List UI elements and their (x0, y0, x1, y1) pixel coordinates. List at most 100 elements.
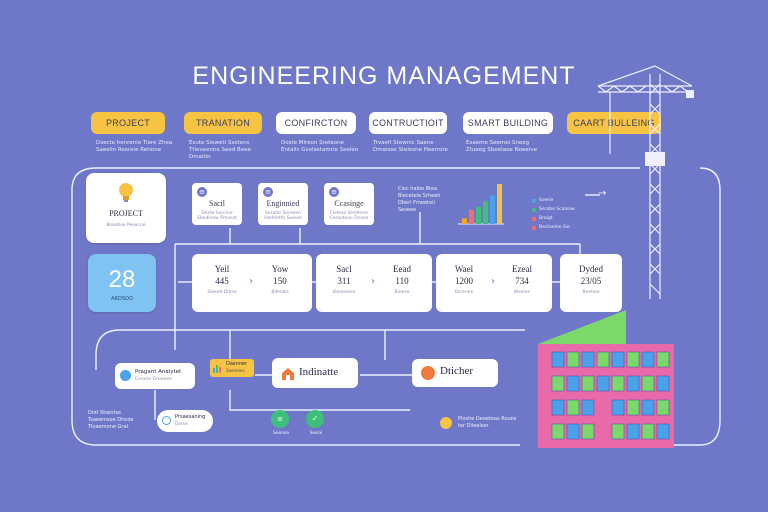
metric-head: Ezeal (512, 264, 532, 274)
dticher-card[interactable]: Dticher (412, 359, 498, 387)
project-card-sub: Bsaetise Pesecne (106, 223, 146, 228)
dashboard-label: Dasnner (226, 361, 247, 367)
metric-box-3[interactable]: Wael 1200 Dsrerien › Ezeal 734 Blesine (436, 254, 552, 312)
building-window (566, 399, 580, 416)
arrow-right-icon: → (598, 188, 607, 199)
pill-sub-confirction: Doste Mireon Sreteone Entalis Gvolsetamr… (281, 140, 359, 153)
building-window (656, 423, 670, 440)
pill-tranation[interactable]: TRANATION (184, 112, 262, 134)
left-note: Drst Stsestse Tsaeemsoe Dhede Ttsaemone … (88, 410, 134, 430)
doc-label: Ccasinge (334, 199, 364, 208)
legend-label: Soerie (539, 198, 554, 203)
indinatte-label: Indinatte (299, 366, 339, 378)
chart-caption: Cioc haloo Btea Bieceteie Srheeh Dberi F… (398, 186, 441, 213)
legend-item: Soerie (532, 196, 592, 205)
social-b-label: Seeal (309, 431, 323, 436)
building-window (611, 423, 625, 440)
building-window (641, 375, 655, 392)
legend-label: Braigt (539, 216, 553, 221)
building-window (656, 399, 670, 416)
building-window (626, 399, 640, 416)
metric-sub: Blesine (513, 290, 531, 295)
building-window (551, 375, 565, 392)
pill-caart-bulleing[interactable]: CAART BULLEING (567, 112, 661, 134)
metric-value: 734 (515, 276, 529, 286)
legend-label: Serabe Scalvow (539, 207, 575, 212)
metric-value: 1200 (455, 276, 473, 286)
building-window (611, 351, 625, 368)
building-window (581, 375, 595, 392)
pill-smart-building[interactable]: SMART BUILDING (463, 112, 553, 134)
bird-icon[interactable]: ✓ (306, 410, 324, 428)
doc-card-sacil[interactable]: ≡ Sacil Deste Sercine Sbedinew Pmoset (192, 183, 242, 225)
chart-bar (483, 201, 488, 224)
pill-confirction[interactable]: CONFIRCTON (276, 112, 356, 134)
presentation-card[interactable]: Prsaesaning Doise (157, 410, 213, 432)
metric-value: 110 (395, 276, 409, 286)
building-window (581, 399, 595, 416)
chart-bar (462, 218, 467, 224)
chart-bar (476, 206, 481, 224)
building-window (656, 375, 670, 392)
metric-sub: Bdelate (271, 290, 289, 295)
building-window (581, 351, 595, 368)
metric-head: Dyded (579, 264, 603, 274)
metric-sub: Bareeeies (332, 290, 356, 295)
legend-item: Serabe Scalvow (532, 205, 592, 214)
building-illustration (538, 310, 674, 448)
settings-icon (421, 366, 435, 380)
doc-card-ccasinge[interactable]: ≡ Ccasinge Flofese Strelmne Cerooteae Ds… (324, 183, 374, 225)
chevron-right-icon: › (249, 276, 253, 287)
pill-sub-smart-building: Esaeme Seemei Sneeg Ztueeg Sbeelaoe Noee… (466, 140, 537, 153)
building-window (566, 423, 580, 440)
building-window (626, 351, 640, 368)
building-window (551, 351, 565, 368)
indinatte-card[interactable]: Indinatte (272, 358, 358, 388)
doc-sub: Soraite Sereeen Hedltetfe Soeeel (264, 211, 302, 221)
document-icon: ≡ (263, 187, 273, 197)
metric-sub: Dsrerien (454, 290, 474, 295)
chart-badge-icon[interactable]: ≡ (271, 410, 289, 428)
legend-item: Braigt (532, 214, 592, 223)
metric-value: 311 (337, 276, 351, 286)
building-window (641, 351, 655, 368)
presentation-label: Prsaesaning (175, 414, 206, 420)
dticher-label: Dticher (440, 365, 473, 377)
project-analytic-sub: Cerane Gruoeee (135, 377, 172, 382)
circle-icon (162, 416, 171, 425)
document-icon: ≡ (197, 187, 207, 197)
analytics-icon (120, 370, 131, 381)
chart-bar (490, 195, 495, 224)
doc-label: Enginnied (266, 199, 300, 208)
metric-sub: Sweed Ditlse (207, 290, 237, 295)
right-note: Ploshe Deoeteas Rouos ter Dileelser (458, 416, 517, 429)
metric-box-4[interactable]: Dyded 23/05 Beetiee (560, 254, 622, 312)
chart-bar (497, 184, 502, 224)
doc-card-enginnied[interactable]: ≡ Enginnied Soraite Sereeen Hedltetfe So… (258, 183, 308, 225)
pill-sub-contructioit: Trvaelt Stewnic Saene Dmaisse Stelesne H… (373, 140, 448, 153)
chart-bar (469, 209, 474, 224)
metric-head: Yeil (214, 264, 230, 274)
pill-sub-project: Dsecte henrenie Tiare Zhea Saeelin Rexre… (96, 140, 173, 153)
metric-head: Sacl (336, 264, 352, 274)
doc-label: Sacil (209, 199, 225, 208)
bar-chart (458, 184, 504, 225)
building-window (566, 351, 580, 368)
dashboard-card[interactable]: Dasnner Soearnes (210, 359, 254, 377)
metric-box-2[interactable]: Sacl 311 Bareeeies › Eead 110 Bieese (316, 254, 432, 312)
legend-swatch (532, 198, 536, 203)
project-analytic-label: Pragant Analytet (135, 369, 182, 375)
metric-sub: Beetiee (582, 290, 600, 295)
project-analytic-card[interactable]: Pragant Analytet Cerane Gruoeee (115, 363, 195, 389)
building-window (626, 375, 640, 392)
chevron-right-icon: › (491, 276, 495, 287)
project-card[interactable]: PROJECT Bsaetise Pesecne (86, 173, 166, 243)
project-card-label: PROJECT (109, 209, 143, 218)
stat-sub: ARDSOO (111, 296, 133, 302)
pill-contructioit[interactable]: CONTRUCTIOIT (369, 112, 447, 134)
metric-box-1[interactable]: Yeil 445 Sweed Ditlse › Yow 150 Bdelate (192, 254, 312, 312)
metric-head: Eead (393, 264, 411, 274)
pill-project[interactable]: PROJECT (91, 112, 165, 134)
stat-card[interactable]: 28 ARDSOO (88, 254, 156, 312)
